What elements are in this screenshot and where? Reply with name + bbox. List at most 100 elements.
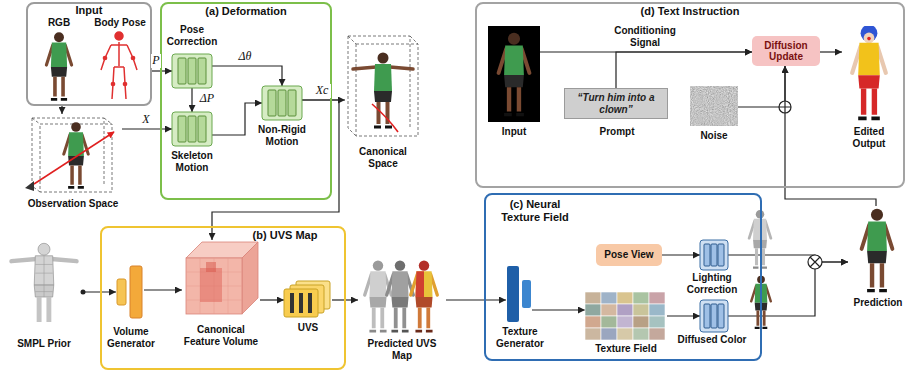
label-text: (a) Deformation (162, 5, 330, 18)
text-slot: “Turn him into a clown” (569, 92, 663, 115)
prompt-box: “Turn him into a clown”Prompt (562, 88, 672, 148)
prediction-figure (862, 209, 893, 291)
observation-figure (64, 122, 89, 187)
edge-label: Xc (313, 84, 331, 98)
pose-skeleton (131, 56, 134, 59)
smpl-mesh (11, 243, 76, 322)
input-panel: InputRGBBody Pose (26, 2, 152, 106)
text-slot: (a) Deformation (162, 5, 330, 18)
edge-label: ΔP (196, 92, 218, 106)
connector-arrow (61, 106, 62, 114)
label-text: Skeleton Motion (162, 150, 222, 173)
pose-view-box: Pose View (596, 244, 662, 268)
figure-area (842, 26, 896, 122)
input-image: Input (484, 24, 544, 146)
edge-label: X (139, 113, 153, 127)
figure-area (172, 54, 212, 88)
texture-grid (585, 292, 601, 304)
smpl-prior: SMPL Prior (2, 236, 86, 358)
deformation-panel: (a) DeformationPose CorrectionSkeleton M… (160, 2, 332, 200)
uvs-figures (365, 260, 438, 331)
network-block (198, 58, 206, 84)
rgb-image: RGB (30, 16, 88, 104)
label-text: UVS (280, 322, 336, 334)
connector-arrow (191, 88, 192, 112)
pose-view-box-shape: Pose View (596, 244, 662, 266)
texture-grid (617, 328, 633, 340)
connector-arrow (728, 255, 848, 262)
feature-cube (186, 258, 242, 314)
connector-arrow (152, 70, 172, 71)
texture-grid (649, 316, 665, 328)
figure-area (690, 86, 738, 126)
multiply-symbol (808, 255, 822, 269)
output-figure (852, 25, 886, 119)
network-block (704, 244, 710, 266)
texture-grid (585, 304, 601, 316)
figure-area (34, 30, 84, 102)
label-text: Edited Output (836, 126, 902, 149)
label-text: Canonical Feature Volume (181, 324, 261, 347)
label-text: “Turn him into a clown” (569, 92, 663, 115)
prediction-image: Prediction (844, 206, 912, 312)
diffusion-box: Diffusion Update (752, 36, 820, 68)
network-block (172, 54, 212, 88)
noise-image (690, 86, 738, 126)
text-slot: Skeleton Motion (162, 150, 222, 173)
uvs-figures (411, 260, 438, 331)
network-block (700, 300, 728, 332)
label-text: Noise (688, 130, 740, 142)
observation-figure (34, 132, 114, 184)
network-block (172, 112, 212, 146)
input-photo (488, 26, 540, 122)
network-block (262, 86, 302, 120)
figure-area (116, 264, 144, 320)
network-block (198, 116, 206, 142)
figure-area (488, 26, 540, 122)
feature-cube (200, 268, 222, 302)
uvs-stack (284, 289, 318, 317)
multiply-symbol (808, 255, 822, 269)
canonical-figure (348, 36, 418, 136)
canonical-figure (372, 104, 398, 132)
label-text: Non-Rigid Motion (250, 124, 314, 147)
network-block (178, 58, 186, 84)
canonical-space: Canonical Space (340, 26, 426, 176)
smpl-mesh (81, 290, 86, 295)
edge-label-slot: Δθ (234, 50, 256, 64)
texture-grid (601, 304, 617, 316)
feature-cube (242, 242, 258, 314)
add-symbol (779, 101, 791, 113)
label-text: Canonical Space (353, 146, 413, 169)
label-text: Pose Correction (162, 24, 222, 47)
generator-block: Texture Generator (488, 266, 552, 350)
text-slot: SMPL Prior (2, 338, 86, 350)
label-text: Body Pose (90, 17, 150, 29)
figure-area (24, 114, 122, 194)
figure-area (358, 256, 446, 336)
feature-cube (186, 258, 242, 314)
network-block (718, 244, 724, 266)
texture-grid (601, 292, 617, 304)
label-text: (d) Text Instruction (600, 5, 780, 18)
texture-grid (633, 304, 649, 316)
network-block (288, 90, 296, 116)
pose-skeleton (111, 82, 114, 85)
input-photo (499, 33, 530, 115)
add-symbol (779, 101, 791, 113)
generator-icon (507, 266, 531, 322)
label-text: (c) Neural Texture Field (492, 198, 578, 223)
network-block (704, 304, 710, 328)
network-block: Diffused Color (672, 300, 756, 348)
text-slot: Noise (688, 130, 740, 142)
input-photo (488, 26, 540, 122)
connector-arrow (820, 51, 842, 52)
uvs-map: Predicted UVS Map (352, 256, 452, 366)
connector-arrow (144, 289, 182, 290)
pose-image: Body Pose (90, 16, 150, 104)
rgb-photo (46, 32, 71, 99)
noise-image (690, 86, 738, 126)
label-text: Diffusion Update (755, 40, 817, 63)
output-image: Edited Output (836, 24, 902, 154)
texture-grid (617, 304, 633, 316)
